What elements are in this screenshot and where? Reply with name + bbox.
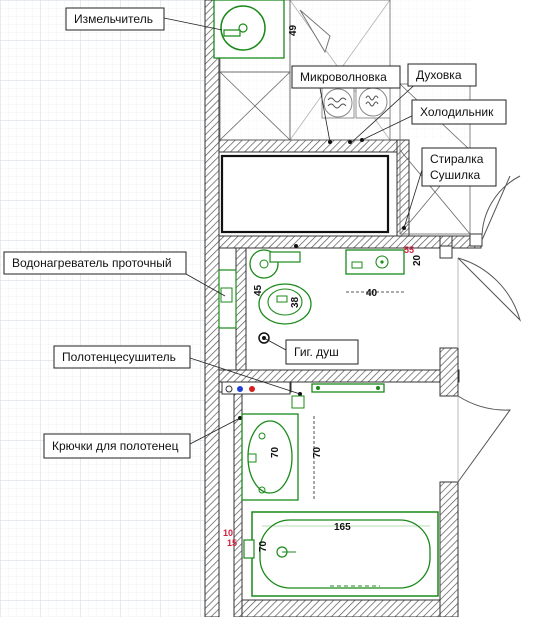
valve-hot xyxy=(249,386,255,392)
callout-washer: Стиралка Сушилка xyxy=(421,147,497,187)
toilet xyxy=(258,251,312,325)
callout-microwave: Микроволновка xyxy=(291,65,401,89)
fan-circle-icon xyxy=(355,85,391,119)
label-oven: Духовка xyxy=(416,68,462,82)
kitchen-niche-inner xyxy=(220,154,390,234)
dim-basin-20: 20 xyxy=(412,254,423,266)
dim-small-basin-70: 70 xyxy=(270,446,281,458)
grid-left xyxy=(0,0,205,617)
dim-sink-49: 49 xyxy=(288,24,299,36)
towel-warmer xyxy=(311,383,385,393)
mark-15: 15 xyxy=(227,538,237,548)
water-heater xyxy=(218,269,237,329)
small-basin: 70 xyxy=(241,413,299,501)
label-towel-hooks: Крючки для полотенец xyxy=(52,439,179,453)
label-hygienic-shower: Гиг. душ xyxy=(294,345,339,359)
dim-bath-165: 165 xyxy=(334,522,351,533)
dim-room-70: 70 xyxy=(312,446,323,458)
dim-basin-55: 55 xyxy=(404,245,414,255)
label-towel-warmer: Полотенцесушитель xyxy=(62,350,176,364)
towel-hook xyxy=(291,395,305,409)
callout-oven: Духовка xyxy=(407,63,477,87)
leaders xyxy=(163,17,423,445)
label-microwave: Микроволновка xyxy=(300,70,387,84)
callout-fridge: Холодильник xyxy=(411,99,507,125)
dim-heater-45: 45 xyxy=(253,284,264,296)
doors xyxy=(457,175,522,483)
callout-grinder: Измельчитель xyxy=(65,7,165,31)
label-fridge: Холодильник xyxy=(420,105,494,119)
label-washer-2: Сушилка xyxy=(430,168,481,182)
washbasin xyxy=(345,249,405,275)
label-water-heater: Водонагреватель проточный xyxy=(12,256,172,270)
callout-towel-warmer: Полотенцесушитель xyxy=(53,345,191,369)
valve-white xyxy=(225,385,233,393)
dim-basin-40: 40 xyxy=(366,288,378,299)
dishwasher-door xyxy=(299,9,331,54)
kitchen-niche xyxy=(218,151,398,237)
label-grinder: Измельчитель xyxy=(74,12,153,26)
hygienic-shower-fixture xyxy=(258,332,270,344)
bath-tap xyxy=(243,539,255,559)
valve-cold xyxy=(237,386,243,392)
label-washer-1: Стиралка xyxy=(430,152,484,166)
shower-room: 45 38 40 20 55 xyxy=(218,245,423,344)
dim-bath-70: 70 xyxy=(258,540,269,552)
mark-10: 10 xyxy=(223,528,233,538)
dim-toilet-38: 38 xyxy=(290,296,301,308)
callout-towel-hooks: Крючки для полотенец xyxy=(43,433,191,459)
wave-lines-icon xyxy=(321,87,355,119)
sink-bowl-icon xyxy=(213,0,285,59)
callout-water-heater: Водонагреватель проточный xyxy=(3,251,187,275)
callout-hygienic-shower: Гиг. душ xyxy=(285,339,359,365)
